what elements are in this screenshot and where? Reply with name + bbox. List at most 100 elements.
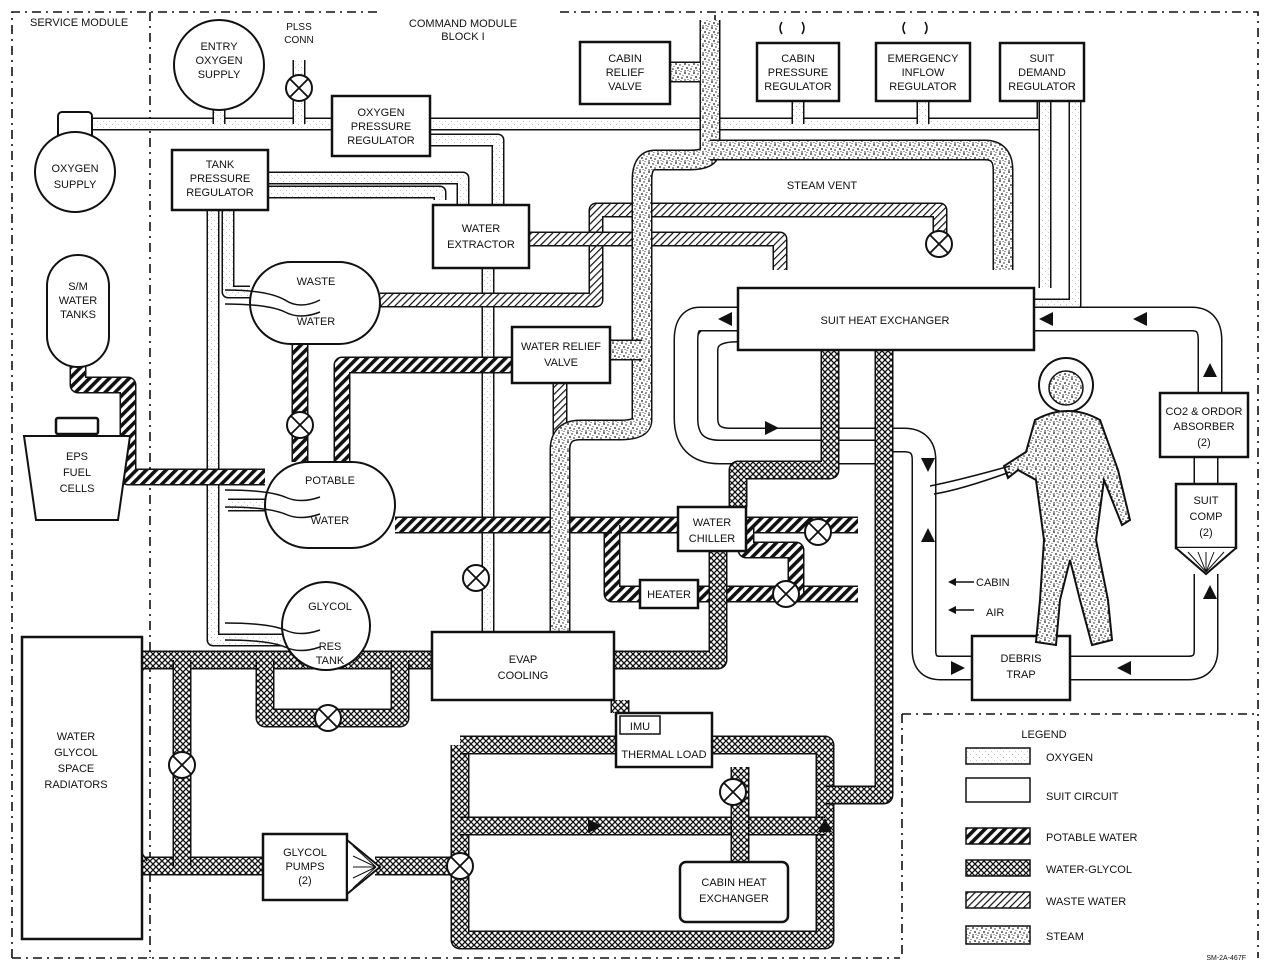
valve-cross	[290, 415, 310, 435]
valve-cross	[776, 584, 796, 604]
cabin-air-label-2: AIR	[986, 607, 1004, 619]
glycol-pipe-45	[825, 350, 892, 803]
sdr-label-2: DEMAND	[1018, 67, 1066, 79]
pipe-network	[68, 20, 1223, 950]
steam-pipe-33	[710, 141, 1012, 270]
wrv-label-1: WATER RELIEF	[521, 341, 601, 353]
suit-compressor: SUIT COMP (2)	[1174, 482, 1238, 576]
plss-label-2: CONN	[284, 35, 313, 46]
co2-label-2: ABSORBER	[1173, 421, 1234, 433]
emergency-inflow-regulator: EMERGENCY INFLOW REGULATOR	[874, 21, 972, 103]
flow-arrows	[588, 312, 1217, 833]
we-label-1: WATER	[462, 223, 501, 235]
legend-swatch-oxygen	[965, 747, 1031, 765]
legend-glycol: WATER-GLYCOL	[1046, 864, 1132, 876]
command-module-label: COMMAND MODULE	[409, 18, 517, 30]
flow-arrow-icon	[718, 312, 732, 326]
co2-label-3: (2)	[1197, 437, 1210, 449]
potable-pipe-20	[71, 367, 265, 484]
tpr-label-1: TANK	[206, 159, 235, 171]
legend-oxygen: OXYGEN	[1046, 752, 1093, 764]
legend-steam: STEAM	[1046, 931, 1084, 943]
valve-cross	[450, 856, 470, 876]
debris-label-2: TRAP	[1006, 669, 1035, 681]
astronaut-figure	[929, 357, 1132, 647]
potable-pipe-24	[605, 525, 640, 601]
suit-pipe-18	[695, 319, 972, 679]
waste-label-1: WASTE	[297, 276, 336, 288]
waste-water-tank: WASTE WATER	[224, 261, 381, 345]
valve-icon	[772, 580, 800, 608]
entry-oxygen-supply: ENTRY OXYGEN SUPPLY	[173, 19, 265, 111]
valve-cross	[318, 708, 338, 728]
oxygen-pressure-regulator: OXYGEN PRESSURE REGULATOR	[330, 94, 432, 158]
service-module-label: SERVICE MODULE	[30, 17, 128, 29]
plss-label-1: PLSS	[286, 22, 312, 33]
sdr-label-1: SUIT	[1029, 53, 1054, 65]
oxygen-pipe-10	[208, 210, 282, 645]
entry-oxygen-label-1: ENTRY	[200, 41, 238, 53]
tpr-label-2: PRESSURE	[190, 173, 251, 185]
thermal-load-label: THERMAL LOAD	[621, 749, 706, 761]
comp-label-2: COMP	[1190, 511, 1223, 523]
valve-icon	[446, 852, 474, 880]
block-label: BLOCK I	[441, 31, 484, 43]
potable-label-1: POTABLE	[305, 475, 355, 487]
che-label-2: EXCHANGER	[699, 893, 769, 905]
cabin-air-arrowheads	[948, 578, 956, 614]
sm-water-tanks: S/M WATER TANKS	[46, 254, 110, 368]
valve-icon	[314, 704, 342, 732]
glycol-res-label-2: RES	[319, 641, 342, 653]
oxygen-pipe-9	[1034, 101, 1080, 310]
valve-icon	[719, 778, 747, 806]
legend: LEGEND OXYGEN SUIT CIRCUIT POTABLE WATER…	[965, 729, 1138, 945]
legend-title: LEGEND	[1021, 729, 1066, 741]
we-label-2: EXTRACTOR	[447, 239, 515, 251]
waste-pipe-29	[529, 233, 786, 270]
glycol-res-label-1: GLYCOL	[308, 601, 352, 613]
valve-cross	[929, 234, 949, 254]
wc-label-1: WATER	[693, 517, 732, 529]
opr-label-2: PRESSURE	[351, 121, 412, 133]
debris-trap: DEBRIS TRAP	[970, 634, 1072, 702]
flow-arrow-icon	[765, 421, 779, 435]
crv-label-3: VALVE	[608, 81, 642, 93]
crv-label-2: RELIEF	[606, 67, 645, 79]
valve-icon	[925, 230, 953, 258]
wrv-label-2: VALVE	[544, 357, 578, 369]
eir-label-2: INFLOW	[902, 67, 945, 79]
components: OXYGEN SUPPLY ENTRY OXYGEN SUPPLY PLSS C…	[20, 19, 1250, 962]
valve-cross	[723, 782, 743, 802]
pumps-label-2: PUMPS	[285, 861, 324, 873]
suit-pipe-17	[1070, 574, 1217, 679]
cpr-label-1: CABIN	[781, 53, 815, 65]
cabin-relief-valve: CABIN RELIEF VALVE	[578, 40, 672, 106]
tpr-label-3: REGULATOR	[186, 187, 253, 199]
eps-fuel-cells: EPS FUEL CELLS	[22, 416, 132, 521]
suit-pipe-15	[1034, 308, 1221, 393]
waste-label-2: WATER	[297, 316, 336, 328]
legend-swatch-suit	[965, 777, 1031, 803]
valve-cross	[289, 78, 309, 98]
legend-suit: SUIT CIRCUIT	[1046, 791, 1119, 803]
eir-label-1: EMERGENCY	[888, 53, 960, 65]
eps-label-1: EPS	[66, 451, 88, 463]
legend-swatch-glycol	[965, 859, 1031, 877]
oxygen-pipe-3	[430, 101, 1048, 129]
suit-demand-regulator: SUIT DEMAND REGULATOR	[998, 41, 1086, 103]
she-label: SUIT HEAT EXCHANGER	[821, 315, 950, 327]
heater: HEATER	[638, 578, 700, 610]
legend-swatch-potable	[965, 827, 1031, 845]
steam-pipe-31	[551, 20, 719, 632]
flow-arrow-icon	[1039, 312, 1053, 326]
sm-water-label-1: S/M	[68, 281, 88, 293]
cpr-label-2: PRESSURE	[768, 67, 829, 79]
legend-swatch-steam	[965, 925, 1031, 945]
glycol-pipe-46	[730, 350, 838, 507]
eps-label-2: FUEL	[63, 467, 91, 479]
eir-label-3: REGULATOR	[889, 81, 956, 93]
flow-arrow-icon	[921, 458, 935, 472]
valve-icon	[286, 411, 314, 439]
eps-label-3: CELLS	[60, 483, 95, 495]
